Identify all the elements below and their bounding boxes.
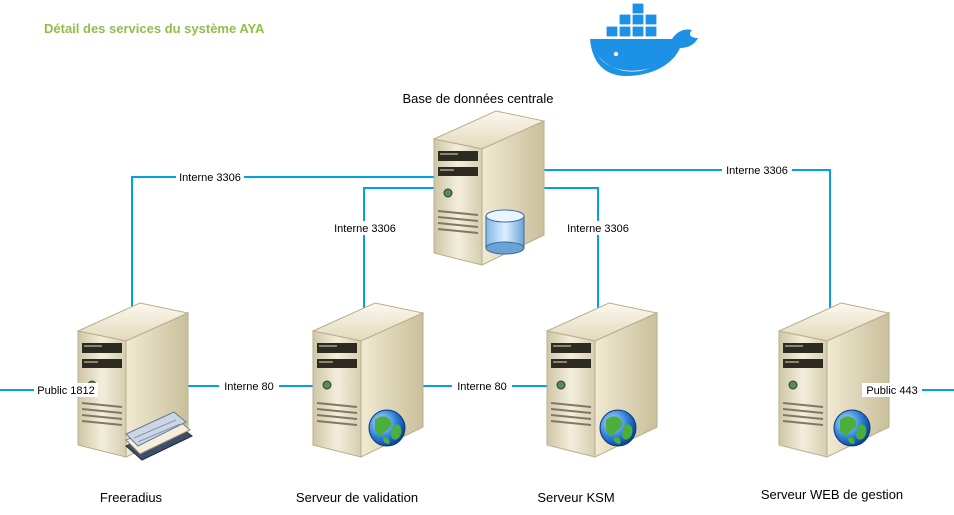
label-db-validation: Interne 3306	[334, 223, 396, 235]
globe-icon	[833, 409, 871, 447]
docker-whale-icon	[590, 2, 698, 77]
ksm-server-name: Serveur KSM	[537, 490, 614, 505]
link-db-validation	[363, 187, 436, 318]
web-server	[778, 302, 890, 458]
freeradius-name: Freeradius	[100, 490, 163, 505]
label-freeradius-public: Public 1812	[37, 385, 95, 397]
link-db-ksm	[542, 187, 599, 318]
globe-icon	[599, 409, 637, 447]
validation-server-icon	[312, 302, 424, 458]
freeradius-server	[77, 302, 193, 461]
label-db-freeradius: Interne 3306	[179, 172, 241, 184]
ksm-server	[546, 302, 658, 458]
label-db-ksm: Interne 3306	[567, 223, 629, 235]
link-db-web	[542, 169, 831, 318]
db-server-name: Base de données centrale	[402, 91, 553, 106]
label-validation-ksm: Interne 80	[457, 381, 507, 393]
link-db-freeradius	[131, 176, 436, 318]
label-web-public: Public 443	[866, 385, 917, 397]
web-server-name: Serveur WEB de gestion	[761, 487, 903, 502]
label-freeradius-validation: Interne 80	[224, 381, 274, 393]
validation-server-name: Serveur de validation	[296, 490, 418, 505]
globe-icon	[368, 409, 406, 447]
label-db-web: Interne 3306	[726, 165, 788, 177]
database-cylinder-icon	[485, 209, 525, 255]
db-server	[433, 110, 545, 266]
diagram-title: Détail des services du système AYA	[44, 21, 265, 36]
web-server-icon	[778, 302, 890, 458]
validation-server	[312, 302, 424, 458]
book-icon	[125, 411, 193, 461]
